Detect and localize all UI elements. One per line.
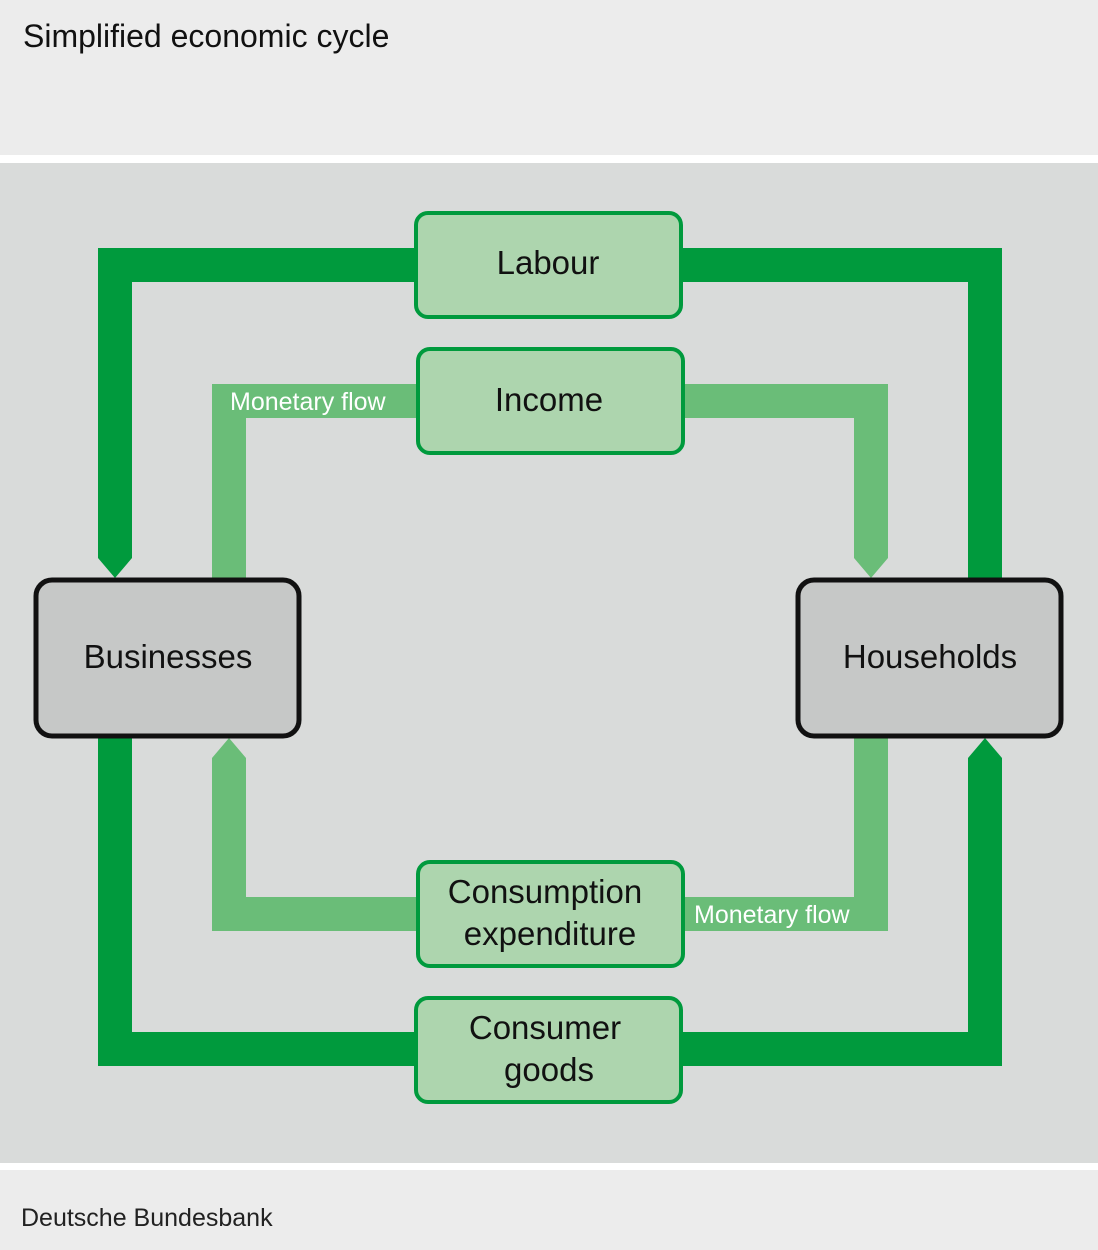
- labour-box: Labour: [414, 211, 683, 319]
- labour-arrow-to-businesses: [98, 248, 132, 578]
- goods-label-line1: Consumer: [469, 1009, 621, 1046]
- source-label: Deutsche Bundesbank: [21, 1204, 273, 1232]
- goods-arrow-to-households: [968, 738, 1002, 1066]
- consumer-goods-box: Consumer goods: [414, 996, 683, 1104]
- goods-label-line2: goods: [504, 1051, 594, 1088]
- businesses-label: Businesses: [84, 638, 253, 675]
- monetary-flow-label-top: Monetary flow: [230, 388, 387, 416]
- expenditure-arrow-to-businesses: [212, 738, 246, 931]
- chart-title: Simplified economic cycle: [23, 18, 390, 54]
- income-label: Income: [495, 381, 603, 418]
- expenditure-flow-right: [854, 736, 888, 931]
- footer: Deutsche Bundesbank: [0, 1170, 1098, 1250]
- goods-flow-left: [98, 736, 132, 1066]
- labour-label: Labour: [497, 244, 600, 281]
- households-label: Households: [843, 638, 1017, 675]
- income-box: Income: [416, 347, 685, 455]
- businesses-box: Businesses: [33, 577, 302, 739]
- monetary-flow-label-bottom: Monetary flow: [694, 901, 851, 929]
- households-box: Households: [795, 577, 1064, 739]
- header: Simplified economic cycle: [0, 0, 1098, 155]
- income-flow-left: [212, 384, 246, 580]
- income-arrow-to-households: [854, 384, 888, 578]
- consumption-label-line2: expenditure: [464, 915, 636, 952]
- labour-flow-right: [968, 248, 1002, 580]
- consumption-label-line1: Consumption: [448, 873, 642, 910]
- economic-cycle-diagram: Monetary flow Monetary flow Labour Incom…: [0, 163, 1098, 1163]
- consumption-expenditure-box: Consumption expenditure: [416, 860, 685, 968]
